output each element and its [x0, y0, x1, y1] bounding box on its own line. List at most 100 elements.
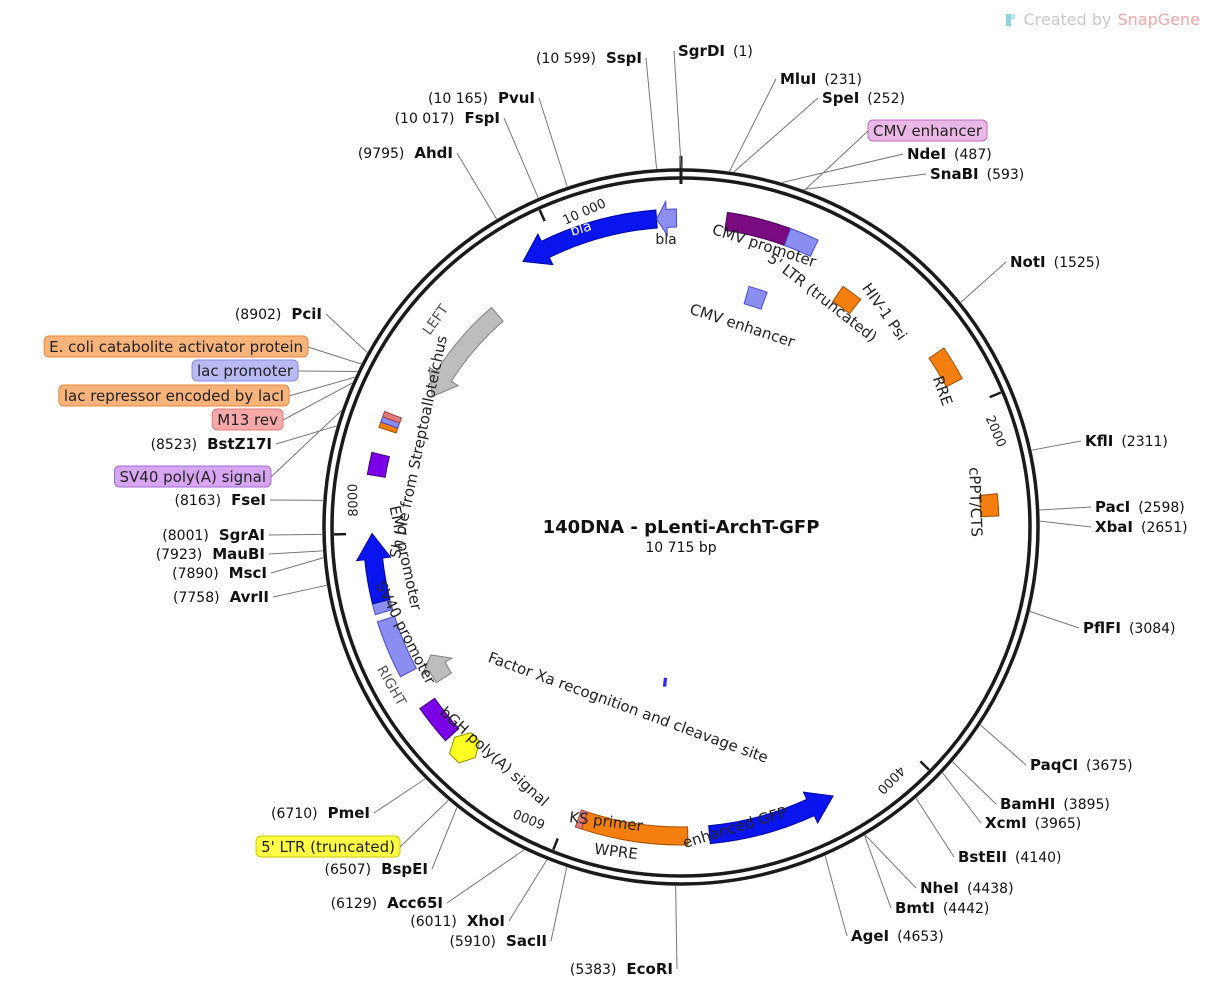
scale-tick [538, 209, 546, 222]
site-bmti[interactable]: BmtI(4442) [895, 899, 989, 917]
site-name: PvuI [498, 89, 535, 107]
site-leader [942, 772, 982, 824]
site-sacii[interactable]: SacII (5910) [449, 932, 547, 950]
site-agei[interactable]: AgeI(4653) [851, 927, 944, 945]
site-position: (2651) [1141, 520, 1188, 536]
site-xcmi[interactable]: XcmI(3965) [985, 814, 1081, 832]
site-acc65i[interactable]: Acc65I(6129) [331, 894, 443, 912]
feature-left-arm [428, 306, 504, 398]
site-position: (3965) [1035, 816, 1082, 832]
site-position: (1) [733, 44, 753, 60]
site-leader [952, 761, 997, 805]
site-bamhi[interactable]: BamHI(3895) [1000, 795, 1110, 813]
site-position: (8523) [151, 437, 198, 453]
boxed-label[interactable]: lac repressor encoded by lacI [58, 384, 290, 407]
boxed-label-text: M13 rev [217, 411, 278, 429]
boxed-label[interactable]: E. coli catabolite activator protein [43, 335, 309, 358]
site-name: AhdI [414, 144, 453, 162]
site-ahdi[interactable]: AhdI (9795) [358, 144, 453, 162]
site-position: (231) [824, 72, 862, 88]
boxed-feature-labels: CMV enhancer E. coli catabolite activator… [43, 119, 988, 858]
site-leader [456, 152, 498, 220]
site-name: BstZ17I [207, 435, 272, 453]
feature-sh-ble [355, 532, 392, 605]
site-name: SgrAI [219, 526, 265, 544]
site-avrii[interactable]: AvrII(7758) [173, 588, 269, 606]
scale-tick-label: 6000 [511, 805, 547, 831]
site-position: (4140) [1015, 850, 1062, 866]
brand-name: SnapGene [1117, 10, 1200, 29]
boxed-label-leader [804, 130, 869, 191]
site-paqci[interactable]: PaqCI(3675) [1030, 756, 1133, 774]
site-position: (2311) [1121, 434, 1168, 450]
site-bspei[interactable]: BspEI (6507) [325, 860, 429, 878]
boxed-label[interactable]: 5' LTR (truncated) [255, 835, 401, 858]
site-name: XbaI [1095, 518, 1133, 536]
site-name: KflI [1085, 432, 1113, 450]
site-paci[interactable]: PacI(2598) [1095, 498, 1185, 516]
site-sspi[interactable]: SspI(10 599) [536, 49, 642, 67]
site-position: (3895) [1063, 797, 1110, 813]
site-leader [864, 835, 892, 909]
site-fsei[interactable]: FseI(8163) [175, 491, 267, 509]
feature-label-sh-ble: Sh ble from Streptoalloteichus [386, 334, 451, 560]
site-pflfi[interactable]: PflFI(3084) [1083, 619, 1176, 637]
restriction-sites: SgrDI (1) MluI(231)SpeI(252) NdeI(487) SnaBI… [151, 42, 1188, 978]
site-name: BstEII [958, 848, 1007, 866]
boxed-label[interactable]: lac promoter [191, 359, 299, 382]
site-pvui[interactable]: PvuI (10 165) [428, 89, 535, 107]
site-mlui[interactable]: MluI(231) [780, 70, 862, 88]
site-pcii[interactable]: PciI(8902) [235, 305, 322, 323]
snapgene-logo-icon [1006, 13, 1016, 26]
feature-cppt [978, 493, 1000, 518]
site-position: (3675) [1086, 758, 1133, 774]
site-leader [915, 798, 955, 858]
site-leader [268, 550, 323, 555]
site-name: BspEI [381, 860, 428, 878]
site-name: PflFI [1083, 619, 1121, 637]
site-position: (10 165) [428, 91, 488, 107]
boxed-label-text: lac repressor encoded by lacI [64, 387, 284, 405]
site-position: (8001) [162, 528, 209, 544]
site-bstz17i[interactable]: BstZ17I (8523) [151, 435, 272, 453]
site-name: SacII [506, 932, 547, 950]
site-msci[interactable]: MscI(7890) [172, 564, 267, 582]
site-ndei[interactable]: NdeI(487) [907, 145, 992, 163]
boxed-label[interactable]: SV40 poly(A) signal [114, 465, 272, 488]
site-kfli[interactable]: KflI (2311) [1085, 432, 1168, 450]
feature-hiv-psi [832, 285, 862, 315]
site-sgrai[interactable]: SgrAI (8001) [162, 526, 265, 544]
site-xhoi[interactable]: XhoI(6011) [410, 912, 505, 930]
site-leader [538, 97, 568, 187]
site-bsteii[interactable]: BstEII (4140) [958, 848, 1062, 866]
boxed-label-leader [297, 370, 358, 373]
site-nhei[interactable]: NheI(4438) [920, 879, 1014, 897]
site-noti[interactable]: NotI(1525) [1010, 253, 1100, 271]
boxed-label[interactable]: CMV enhancer [867, 119, 988, 142]
feature-cmv-enhancer [743, 285, 768, 310]
site-name: NheI [920, 879, 959, 897]
site-position: (6507) [325, 862, 372, 878]
site-spei[interactable]: SpeI(252) [822, 89, 905, 107]
plasmid-length: 10 715 bp [645, 540, 716, 556]
site-position: (5910) [449, 934, 496, 950]
site-snabi[interactable]: SnaBI(593) [930, 165, 1024, 183]
boxed-label[interactable]: M13 rev [211, 408, 284, 431]
feature-bgh-polya [419, 697, 460, 742]
boxed-label-text: 5' LTR (truncated) [261, 838, 395, 856]
site-name: BmtI [895, 899, 935, 917]
scale-tick-label: 4000 [874, 763, 908, 797]
site-ecori[interactable]: EcoRI(5383) [570, 960, 673, 978]
site-maubi[interactable]: MauBI(7923) [156, 545, 265, 563]
site-sgrdi[interactable]: SgrDI (1) [678, 42, 753, 60]
site-name: SgrDI [678, 42, 725, 60]
scale-tick [919, 760, 930, 771]
site-leader [550, 867, 568, 942]
site-name: PciI [291, 305, 322, 323]
site-position: (9795) [358, 146, 405, 162]
site-fspi[interactable]: FspI(10 017) [395, 109, 500, 127]
site-pmei[interactable]: PmeI(6710) [271, 804, 370, 822]
site-xbai[interactable]: XbaI (2651) [1095, 518, 1188, 536]
feature-lac-block-3 [382, 410, 403, 424]
feature-label-cppt: cPPT/CTS [965, 467, 985, 537]
